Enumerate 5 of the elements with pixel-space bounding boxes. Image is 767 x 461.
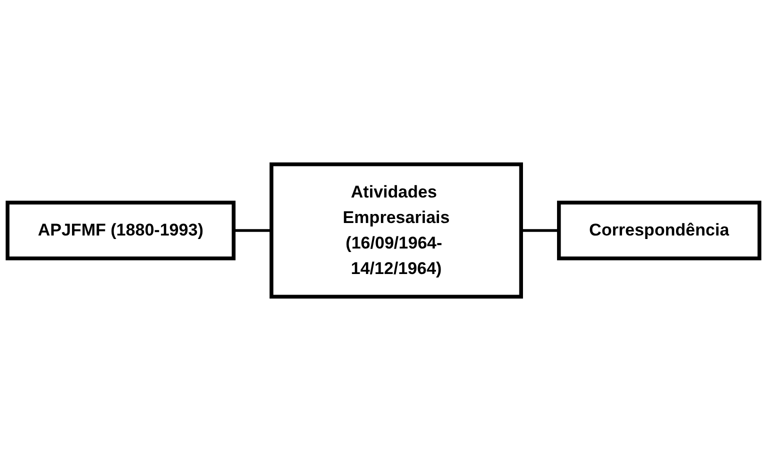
connector: [521, 229, 559, 232]
node-box: APJFMF (1880-1993): [6, 200, 236, 260]
connector: [234, 229, 272, 232]
node-box: Atividades Empresariais (16/09/1964- 14/12/1964): [270, 162, 523, 299]
node-box: Correspondência: [557, 200, 762, 260]
